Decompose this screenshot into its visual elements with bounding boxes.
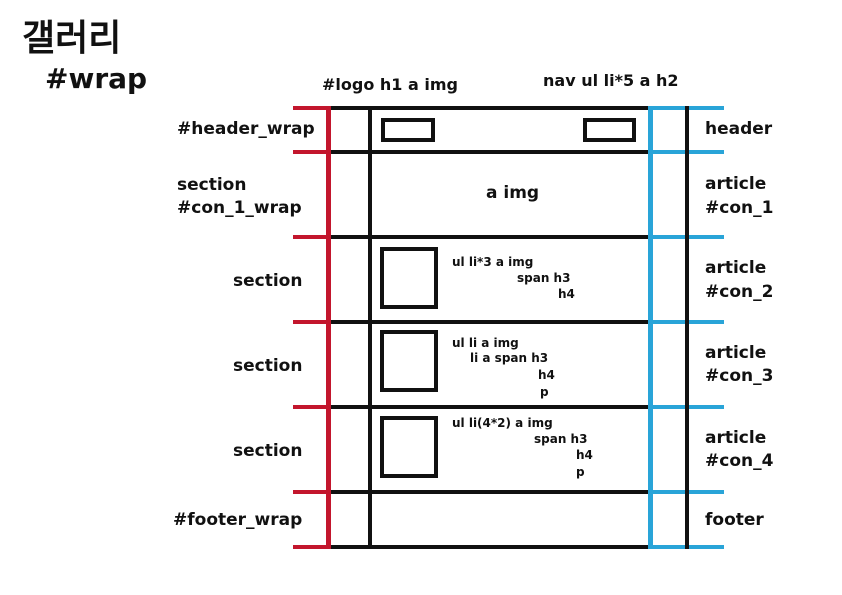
left-bracket-vertical-line [326,106,331,548]
logo-label: #logo h1 a img [322,75,458,94]
header-label: header [705,119,773,139]
con-4-note-line-1: ul li(4*2) a img [452,416,553,430]
wrap-horizontal-line-header-bottom [331,150,648,154]
con-1-note: a img [486,183,540,203]
section-1-label: section [177,175,247,195]
con-3-note-line-3: h4 [538,368,555,382]
con-1-label: #con_1 [705,198,774,218]
footer-label: footer [705,510,764,530]
con-4-label: #con_4 [705,451,774,471]
left-bracket-tick-header-bottom [293,150,331,154]
nav-box [583,118,636,142]
con-2-label: #con_2 [705,282,774,302]
nav-label: nav ul li*5 a h2 [543,71,679,90]
section-3-label: section [233,356,303,376]
header-wrap-label: #header_wrap [177,119,315,139]
left-bracket-tick-section-4 [293,490,331,494]
con-2-note-line-3: h4 [558,287,575,301]
con-2-note-line-1: ul li*3 a img [452,255,534,269]
wrap-horizontal-line-header-top [331,106,648,110]
con-3-label: #con_3 [705,366,774,386]
wrap-horizontal-line-footer [331,545,648,549]
section-2-label: section [233,271,303,291]
con-3-note-line-4: p [540,385,549,399]
con-4-note-line-2: span h3 [534,432,588,446]
article-2-label: article [705,258,767,278]
article-1-label: article [705,174,767,194]
con-3-image-box [380,330,438,392]
con-3-note-line-2: li a span h3 [470,351,549,365]
page-subtitle: #wrap [45,62,148,95]
left-bracket-tick-section-3 [293,405,331,409]
article-3-label: article [705,343,767,363]
con-2-image-box [380,247,438,309]
section-4-label: section [233,441,303,461]
inner-left-vertical-line [368,106,372,549]
right-bracket-vertical-line [648,106,653,548]
left-bracket-tick-footer [293,545,331,549]
con-4-note-line-4: p [576,465,585,479]
article-4-label: article [705,428,767,448]
con-4-note-line-3: h4 [576,448,593,462]
wrap-horizontal-line-section-4 [331,490,648,494]
logo-box [381,118,435,142]
con-2-note-line-2: span h3 [517,271,571,285]
wrap-horizontal-line-section-3 [331,405,648,409]
left-bracket-tick-section-2 [293,320,331,324]
con-3-note-line-1: ul li a img [452,336,519,350]
outer-right-vertical-line [685,106,689,549]
wrap-horizontal-line-section-2 [331,320,648,324]
page-title: 갤러리 [22,18,122,59]
left-bracket-tick-header-top [293,106,331,110]
footer-wrap-label: #footer_wrap [173,510,303,530]
wrap-horizontal-line-section-1 [331,235,648,239]
con-4-image-box [380,416,438,478]
con-1-wrap-label: #con_1_wrap [177,198,302,218]
left-bracket-tick-section-1 [293,235,331,239]
